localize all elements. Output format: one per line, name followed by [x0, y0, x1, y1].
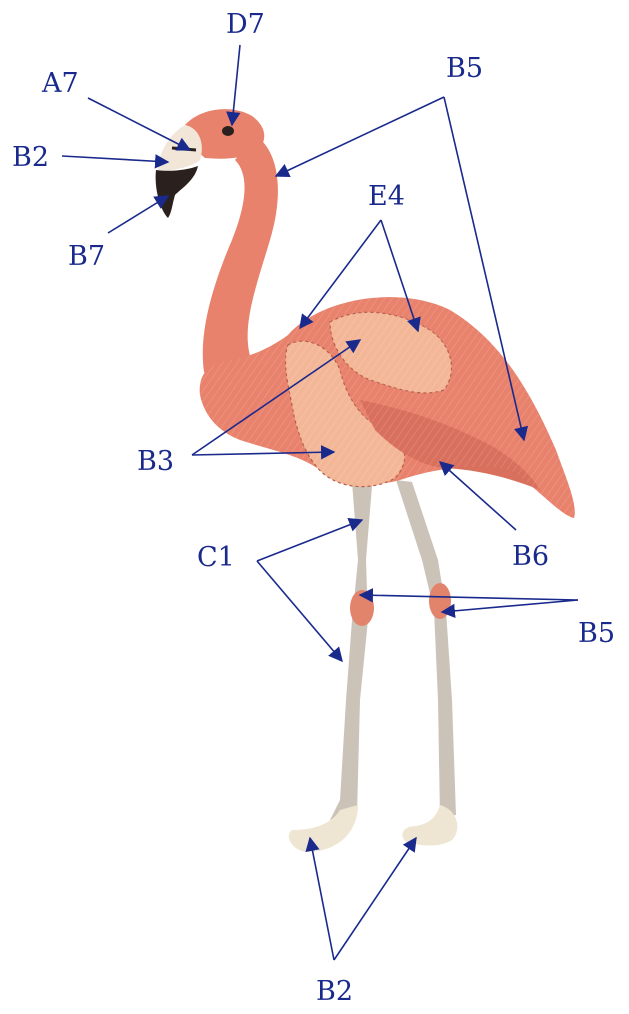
- left-leg: [330, 482, 372, 820]
- arrow-b2-left-foot: [310, 838, 334, 960]
- label-a7: A7: [41, 68, 79, 99]
- arrow-c1-upper: [257, 520, 362, 561]
- label-b2-beak: B2: [12, 142, 49, 173]
- label-b3: B3: [137, 446, 174, 477]
- arrow-b5-left-knee: [360, 595, 578, 600]
- arrow-a7: [88, 98, 190, 150]
- right-leg: [396, 480, 456, 818]
- right-foot: [402, 805, 457, 846]
- left-foot: [289, 805, 358, 852]
- beak-tip-black: [156, 166, 198, 218]
- neck: [203, 135, 278, 375]
- label-d7: D7: [226, 9, 265, 40]
- arrow-b5-neck: [276, 97, 444, 176]
- arrow-b2-beak: [62, 156, 168, 162]
- label-e4: E4: [368, 181, 405, 212]
- label-b5-top: B5: [446, 53, 483, 84]
- label-b5-legs: B5: [578, 618, 615, 649]
- label-b2-feet: B2: [316, 976, 353, 1007]
- arrow-c1-lower: [257, 561, 342, 661]
- beak-divider: [172, 148, 196, 150]
- stitch-texture: [200, 297, 575, 518]
- right-knee-band: [429, 583, 451, 619]
- leader-lines: [62, 45, 578, 960]
- label-b7: B7: [68, 241, 105, 272]
- flamingo-illustration: [156, 109, 575, 852]
- arrow-b2-right-foot: [334, 838, 416, 960]
- label-b6: B6: [512, 541, 549, 572]
- label-c1: C1: [197, 542, 235, 573]
- arrow-b7: [108, 196, 168, 233]
- eye: [222, 126, 234, 136]
- arrow-b5-right-knee: [442, 600, 578, 612]
